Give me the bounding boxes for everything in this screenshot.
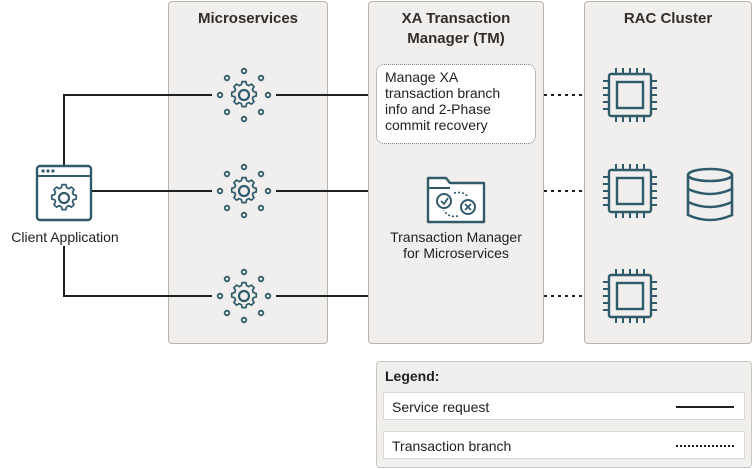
tm-note-line1: Manage XA — [385, 69, 459, 85]
tm-label-line1: Transaction Manager — [390, 229, 522, 245]
legend-solid-line — [676, 406, 734, 408]
xa-tm-title-line2: Manager (TM) — [407, 30, 505, 47]
client-application-label: Client Application — [11, 229, 119, 245]
line-client-to-service-1 — [63, 94, 212, 165]
microservice-icon-2 — [214, 161, 274, 221]
microservice-icon-1 — [214, 65, 274, 125]
rac-node-icon-2 — [601, 162, 659, 220]
database-icon — [686, 167, 734, 222]
service-request-lines — [63, 94, 368, 297]
legend-row-service-request: Service request — [383, 392, 745, 420]
transaction-branch-lines — [544, 94, 584, 297]
tm-label-line2: for Microservices — [403, 245, 509, 261]
legend-title: Legend: — [385, 368, 440, 384]
rac-node-icon-3 — [601, 267, 659, 325]
xa-tm-panel: XA Transaction Manager (TM) — [368, 1, 544, 344]
rac-node-icon-1 — [601, 66, 659, 124]
microservice-icon-3 — [214, 266, 274, 326]
legend-dotted-line — [676, 445, 734, 447]
tm-note-line3: info and 2-Phase — [385, 101, 491, 117]
rac-cluster-title: RAC Cluster — [623, 10, 713, 27]
xa-tm-title-line1: XA Transaction — [401, 10, 511, 27]
legend-service-request-label: Service request — [392, 399, 490, 415]
line-client-to-service-3 — [63, 246, 212, 297]
tm-note-box: Manage XA transaction branch info and 2-… — [376, 64, 536, 144]
tm-note-line4: commit recovery — [385, 117, 488, 133]
microservices-title: Microservices — [197, 10, 299, 27]
legend: Legend: Service request Transaction bran… — [376, 361, 752, 468]
transaction-manager-icon — [426, 176, 486, 224]
legend-row-transaction-branch: Transaction branch — [383, 431, 745, 459]
legend-transaction-branch-label: Transaction branch — [392, 438, 512, 454]
tm-note-line2: transaction branch — [385, 85, 501, 101]
rac-cluster-panel: RAC Cluster — [584, 1, 752, 344]
client-application-icon — [35, 164, 93, 222]
